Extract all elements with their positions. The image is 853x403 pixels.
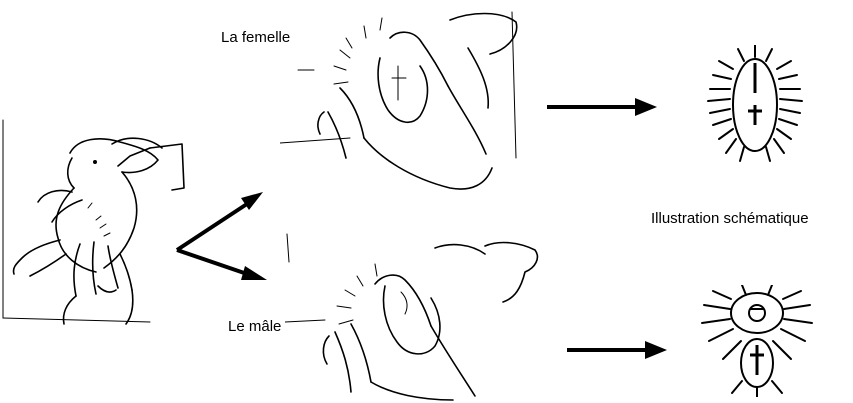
label-schematic: Illustration schématique <box>651 211 809 226</box>
arrow-to-male-schematic <box>565 338 670 362</box>
arrow-to-female-schematic <box>545 95 660 119</box>
male-exam-illustration <box>285 232 555 403</box>
female-schematic-icon <box>700 45 810 165</box>
diverging-arrows <box>165 180 275 290</box>
male-schematic-icon <box>690 285 825 397</box>
female-exam-illustration <box>280 8 540 208</box>
label-male: Le mâle <box>228 319 281 334</box>
